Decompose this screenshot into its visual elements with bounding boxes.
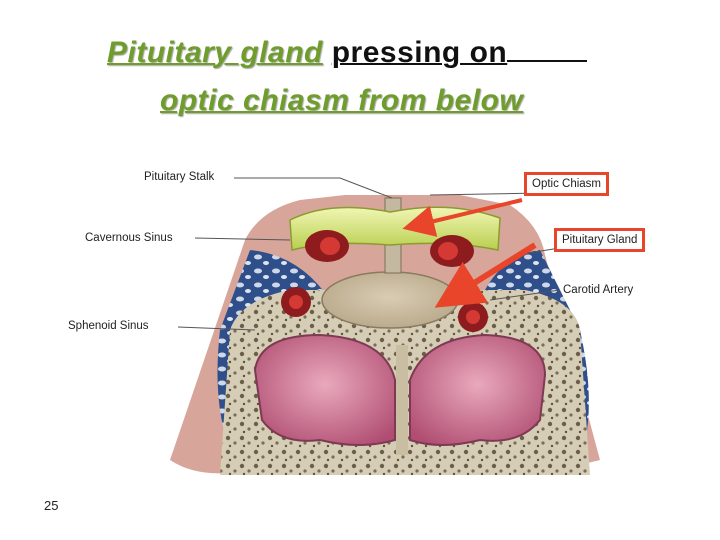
leader-carotid-artery: [489, 289, 561, 301]
label-carotid-artery: Carotid Artery: [563, 284, 634, 296]
label-optic-chiasm: Optic Chiasm: [524, 172, 610, 196]
leader-sphenoid-sinus: [177, 326, 256, 331]
leader-lines: [177, 177, 561, 331]
leader-optic-chiasm: [429, 192, 541, 196]
leader-cavernous-sinus: [194, 237, 291, 241]
right-sphenoid-sinus: [409, 333, 547, 446]
slide-page-number: 25: [44, 498, 59, 513]
slide-title-line1: Pituitary gland pressing on: [107, 34, 588, 70]
arrow-optic-chiasm: [402, 198, 523, 237]
title-pituitary-gland: Pituitary gland: [107, 36, 323, 69]
pituitary-gland: [321, 271, 459, 329]
arrow-pituitary-gland: [434, 242, 537, 308]
label-sphenoid-sinus: Sphenoid Sinus: [68, 320, 149, 332]
title-underline-tail: [507, 34, 588, 62]
label-pituitary-stalk: Pituitary Stalk: [144, 171, 215, 183]
label-pituitary-gland: Pituitary Gland: [554, 228, 646, 252]
left-sphenoid-sinus: [253, 333, 396, 446]
title-pressing-on: pressing on: [331, 36, 508, 69]
slide-title-line2: optic chiasm from below: [160, 84, 523, 118]
label-cavernous-sinus: Cavernous Sinus: [85, 232, 173, 244]
title-optic-chiasm: optic chiasm from below: [160, 84, 524, 117]
septum: [396, 345, 408, 455]
leader-pituitary-stalk: [234, 177, 393, 199]
